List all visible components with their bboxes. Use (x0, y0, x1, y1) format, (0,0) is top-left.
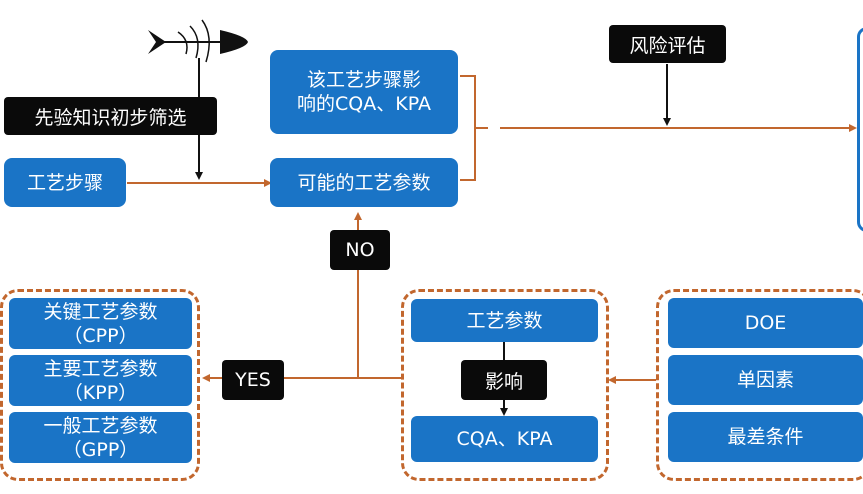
result-box-partial (857, 27, 863, 232)
process-param-box: 工艺参数 (411, 299, 598, 342)
gpp-box: 一般工艺参数 （GPP） (9, 412, 192, 463)
kpp-box: 主要工艺参数 （KPP） (9, 355, 192, 406)
cpp-box: 关键工艺参数 （CPP） (9, 298, 192, 349)
process-step-box: 工艺步骤 (4, 158, 126, 207)
prior-screen-label: 先验知识初步筛选 (4, 97, 217, 135)
influence-label: 影响 (461, 360, 547, 400)
affected-cqa-line2: 响的CQA、KPA (297, 93, 431, 115)
single-factor-box: 单因素 (668, 355, 863, 405)
kpp-line2: （KPP） (63, 381, 138, 404)
influence-group (401, 289, 609, 481)
possible-params-box: 可能的工艺参数 (270, 158, 458, 207)
risk-assess-label: 风险评估 (609, 25, 726, 63)
cpp-line1: 关键工艺参数 (43, 300, 158, 323)
gpp-line1: 一般工艺参数 (43, 414, 158, 437)
kpp-line1: 主要工艺参数 (43, 357, 158, 380)
cqa-kpa-box: CQA、KPA (411, 416, 598, 462)
affected-cqa-box: 该工艺步骤影 响的CQA、KPA (270, 50, 458, 134)
no-label: NO (330, 230, 390, 270)
doe-box: DOE (668, 298, 863, 348)
yes-label: YES (222, 360, 284, 400)
cpp-line2: （CPP） (63, 324, 138, 347)
fishbone-icon (148, 19, 248, 63)
method-group (656, 289, 863, 481)
worst-case-box: 最差条件 (668, 412, 863, 462)
gpp-line2: （GPP） (62, 438, 139, 461)
param-class-group (0, 289, 200, 481)
affected-cqa-line1: 该工艺步骤影 (306, 69, 421, 91)
